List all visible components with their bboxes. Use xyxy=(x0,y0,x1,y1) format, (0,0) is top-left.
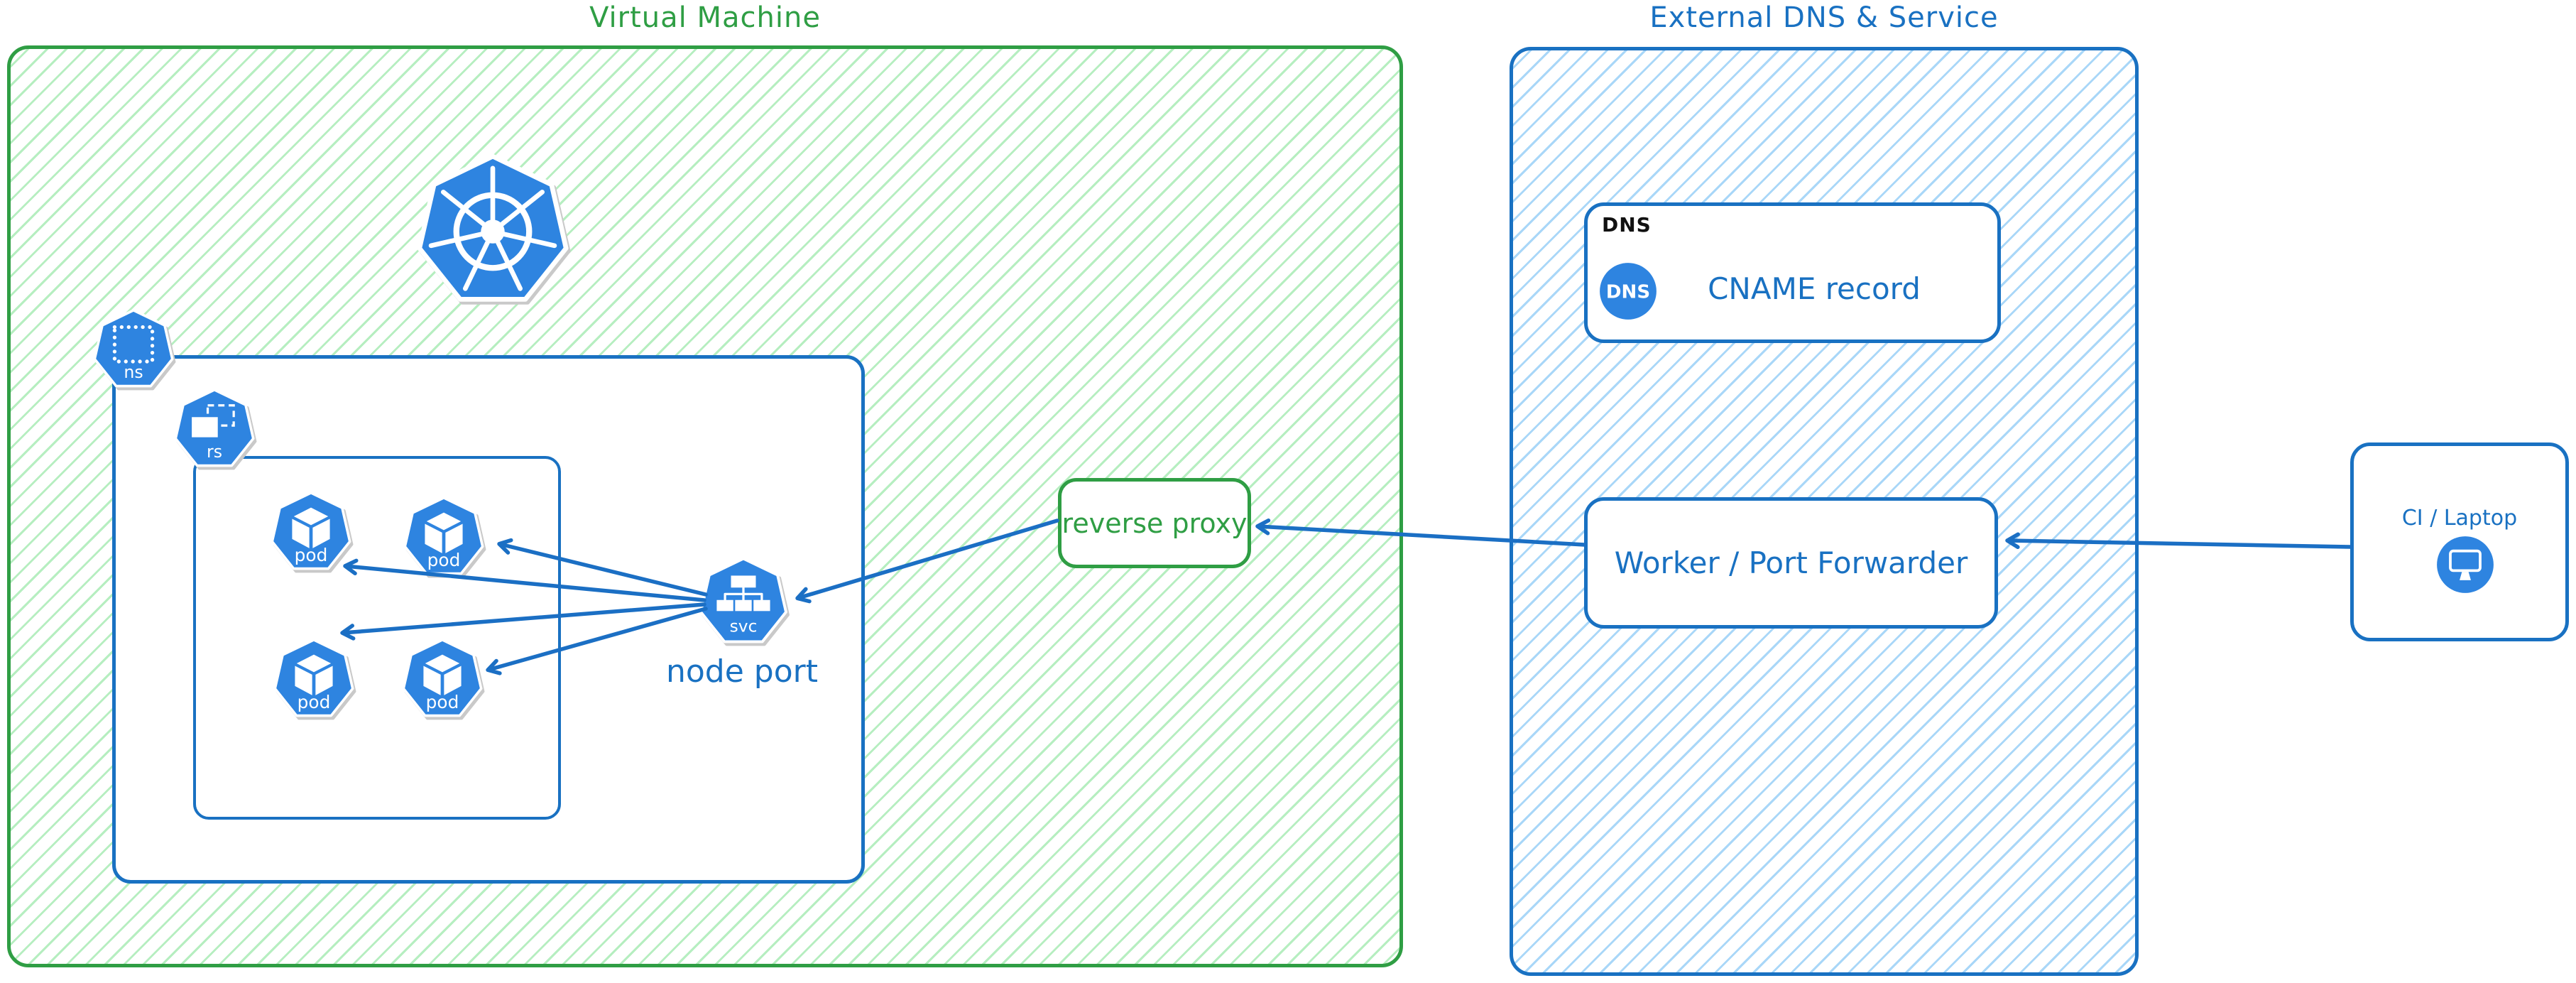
pod-icon: pod xyxy=(402,639,483,717)
worker-card: Worker / Port Forwarder xyxy=(1584,497,1998,629)
reverse-proxy-label: reverse proxy xyxy=(1061,507,1248,539)
pod-icon: pod xyxy=(403,496,484,575)
reverse-proxy-box: reverse proxy xyxy=(1058,478,1251,568)
svg-text:rs: rs xyxy=(207,442,222,462)
ci-laptop-label: CI / Laptop xyxy=(2401,506,2518,531)
kubernetes-logo-icon xyxy=(410,148,576,315)
svg-text:DNS: DNS xyxy=(1606,281,1650,303)
external-dns-title: External DNS & Service xyxy=(1649,1,1999,34)
monitor-icon xyxy=(2435,535,2495,594)
virtual-machine-title: Virtual Machine xyxy=(589,1,821,34)
node-port-label: node port xyxy=(666,653,818,690)
pod-icon: pod xyxy=(271,492,351,570)
svg-text:pod: pod xyxy=(295,545,328,565)
svg-text:pod: pod xyxy=(298,692,331,712)
replicaset-box xyxy=(193,456,561,820)
cname-record-label: CNAME record xyxy=(1708,271,1921,306)
pod-icon: pod xyxy=(273,639,354,717)
worker-label: Worker / Port Forwarder xyxy=(1614,545,1968,580)
dns-card xyxy=(1584,202,2001,343)
dns-card-tag: DNS xyxy=(1602,213,1652,237)
dns-icon: DNS xyxy=(1600,263,1657,320)
replicaset-icon: rs xyxy=(170,386,258,467)
svg-text:pod: pod xyxy=(427,550,461,570)
namespace-icon: ns xyxy=(93,306,174,388)
svg-text:ns: ns xyxy=(124,362,143,382)
svg-text:svc: svc xyxy=(730,617,758,636)
service-icon: svc xyxy=(695,554,792,643)
svg-text:pod: pod xyxy=(426,692,459,712)
